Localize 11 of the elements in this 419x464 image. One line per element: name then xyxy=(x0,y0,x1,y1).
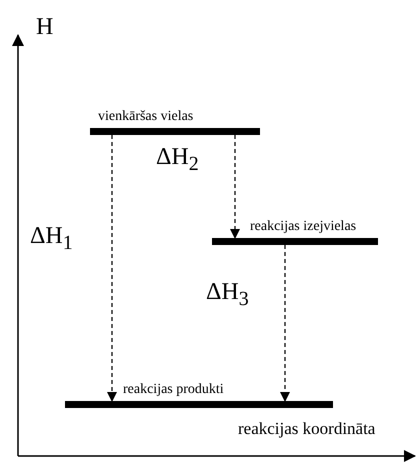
axis-label: reakcijas koordināta xyxy=(238,419,376,439)
dashed-arrow xyxy=(107,135,117,402)
dashed-arrow xyxy=(230,135,240,239)
edge-label: ΔH$_{3}$ xyxy=(206,278,249,312)
edge-label: ΔH$_{1}$ xyxy=(30,222,73,256)
edge-label: ΔH$_{2}$ xyxy=(156,143,199,177)
dashed-arrow xyxy=(280,245,290,402)
level-label: vienkāršas vielas xyxy=(98,108,194,125)
axis-label: H xyxy=(36,14,54,41)
level-label: reakcijas produkti xyxy=(123,381,224,398)
level-label: reakcijas izejvielas xyxy=(250,218,356,235)
